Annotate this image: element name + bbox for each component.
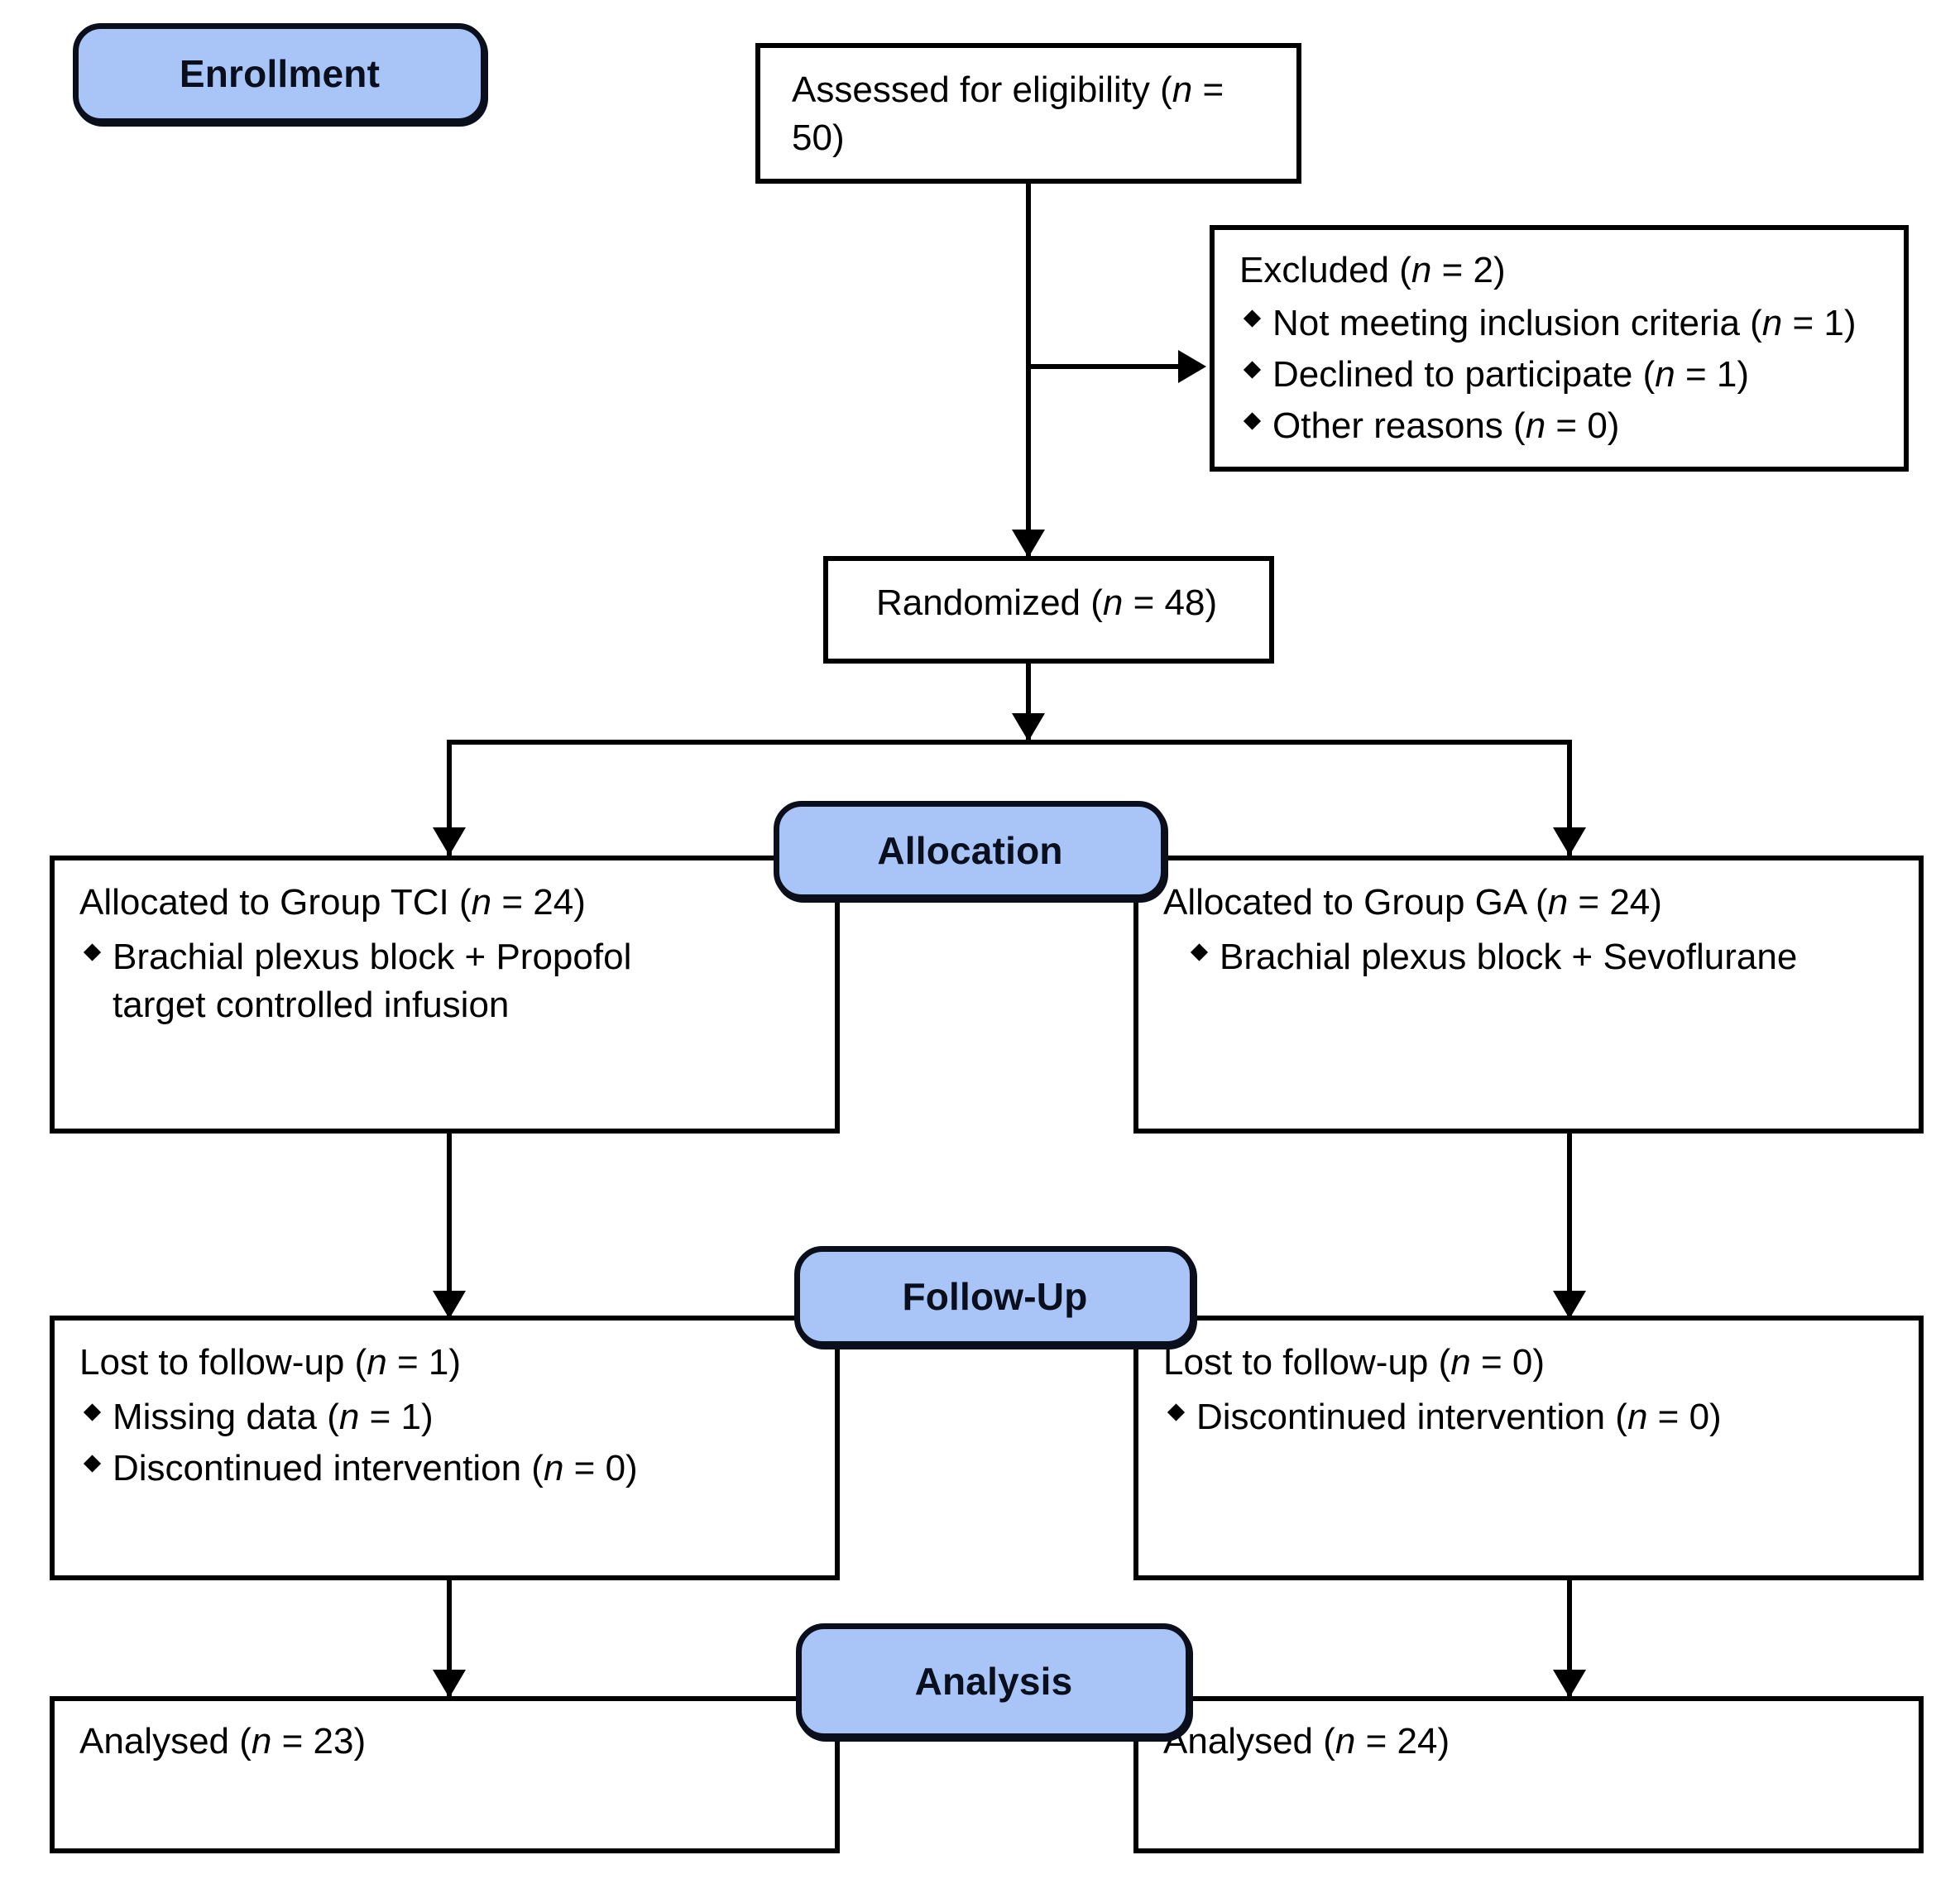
n-italic: n [1411,250,1432,290]
stage-badge-allocation: Allocation [774,801,1167,900]
followup-ga-heading: Lost to follow-up (n = 0) [1163,1342,1545,1383]
n-italic: n [1102,582,1124,623]
stage-badge-followup: Follow-Up [794,1246,1196,1347]
stage-badge-enrollment-label: Enrollment [179,52,381,95]
n-italic: n [1450,1342,1471,1383]
n-italic: n [1655,354,1675,395]
allocated-ga-list-wrap: Brachial plexus block + Sevoflurane [1186,930,1904,981]
diamond-bullet-icon [1243,412,1262,430]
node-allocated-tci: Allocated to Group TCI (n = 24) Brachial… [50,856,840,1134]
list-item: Missing data (n = 1) [79,1393,820,1441]
followup-ga-list-wrap: Discontinued intervention (n = 0) [1163,1390,1904,1441]
list-item: Brachial plexus block + Propofol target … [79,933,727,1029]
n-italic: n [1172,70,1193,110]
stage-badge-followup-label: Follow-Up [902,1275,1088,1318]
excluded-list-wrap: Not meeting inclusion criteria (n = 1) D… [1239,296,1889,450]
list-item: Discontinued intervention (n = 0) [79,1445,820,1493]
node-analysed-ga: Analysed (n = 24) [1133,1696,1924,1853]
connector-follow-right-to-analysis [1567,1580,1572,1696]
n-italic: n [1525,405,1546,447]
followup-ga-list: Discontinued intervention (n = 0) [1163,1393,1904,1441]
node-analysed-tci: Analysed (n = 23) [50,1696,840,1853]
excluded-list: Not meeting inclusion criteria (n = 1) D… [1239,300,1889,450]
stage-badge-enrollment: Enrollment [73,23,486,124]
n-italic: n [1627,1397,1648,1437]
diamond-bullet-icon [1190,943,1209,961]
node-randomized: Randomized (n = 48) [823,556,1274,664]
analysed-ga-text: Analysed (n = 24) [1163,1721,1450,1762]
randomized-text: Randomized (n = 48) [876,582,1218,623]
connector-split-left [447,740,452,856]
node-allocated-ga: Allocated to Group GA (n = 24) Brachial … [1133,856,1924,1134]
diamond-bullet-icon [83,943,102,961]
diamond-bullet-icon [1243,361,1262,379]
node-excluded: Excluded (n = 2) Not meeting inclusion c… [1210,225,1909,472]
connector-alloc-left-to-follow [447,1134,452,1316]
followup-tci-list: Missing data (n = 1) Discontinued interv… [79,1393,820,1493]
n-italic: n [1335,1721,1356,1762]
connector-follow-left-to-analysis [447,1580,452,1696]
n-italic: n [338,1397,360,1437]
connector-randomized-down [1026,662,1031,745]
arrowhead-into-alloc-right [1553,827,1586,856]
stage-badge-analysis-label: Analysis [914,1660,1073,1703]
arrowhead-into-alloc-left [433,827,466,856]
node-followup-ga: Lost to follow-up (n = 0) Discontinued i… [1133,1316,1924,1580]
arrowhead-into-follow-left [433,1291,466,1319]
assessed-text: Assessed for eligibility (n = 50) [792,70,1224,159]
analysed-tci-text: Analysed (n = 23) [79,1721,367,1762]
arrowhead-into-analysis-left [433,1670,466,1698]
n-italic: n [1761,303,1783,343]
excluded-heading: Excluded (n = 2) [1239,250,1506,290]
connector-split-bar [447,740,1572,745]
connector-to-excluded [1026,364,1183,369]
node-followup-tci: Lost to follow-up (n = 1) Missing data (… [50,1316,840,1580]
stage-badge-analysis: Analysis [796,1623,1191,1739]
list-item: Other reasons (n = 0) [1239,402,1889,450]
diamond-bullet-icon [1167,1403,1186,1421]
diamond-bullet-icon [1243,309,1262,328]
list-item: Discontinued intervention (n = 0) [1163,1393,1904,1441]
allocated-tci-list: Brachial plexus block + Propofol target … [79,933,727,1029]
list-item: Declined to participate (n = 1) [1239,351,1889,399]
list-item: Brachial plexus block + Sevoflurane [1186,933,1904,981]
list-item: Not meeting inclusion criteria (n = 1) [1239,300,1889,348]
stage-badge-allocation-label: Allocation [877,829,1063,872]
allocated-tci-list-wrap: Brachial plexus block + Propofol target … [79,930,727,1029]
diamond-bullet-icon [83,1403,102,1421]
n-italic: n [367,1342,387,1383]
connector-split-right [1567,740,1572,856]
connector-assessed-trunk [1026,184,1031,556]
allocated-tci-heading: Allocated to Group TCI (n = 24) [79,882,586,923]
n-italic: n [251,1721,272,1762]
n-italic: n [471,882,492,923]
arrowhead-into-analysis-right [1553,1670,1586,1698]
diamond-bullet-icon [83,1455,102,1473]
n-italic: n [543,1448,564,1489]
n-italic: n [1547,882,1569,923]
node-assessed-for-eligibility: Assessed for eligibility (n = 50) [755,43,1301,184]
arrowhead-to-excluded [1178,350,1206,383]
arrowhead-split-center [1012,713,1045,741]
arrowhead-into-follow-right [1553,1291,1586,1319]
connector-alloc-right-to-follow [1567,1134,1572,1316]
followup-tci-list-wrap: Missing data (n = 1) Discontinued interv… [79,1390,820,1493]
allocated-ga-list: Brachial plexus block + Sevoflurane [1186,933,1904,981]
arrowhead-into-randomized [1012,530,1045,558]
followup-tci-heading: Lost to follow-up (n = 1) [79,1342,462,1383]
allocated-ga-heading: Allocated to Group GA (n = 24) [1163,882,1662,923]
